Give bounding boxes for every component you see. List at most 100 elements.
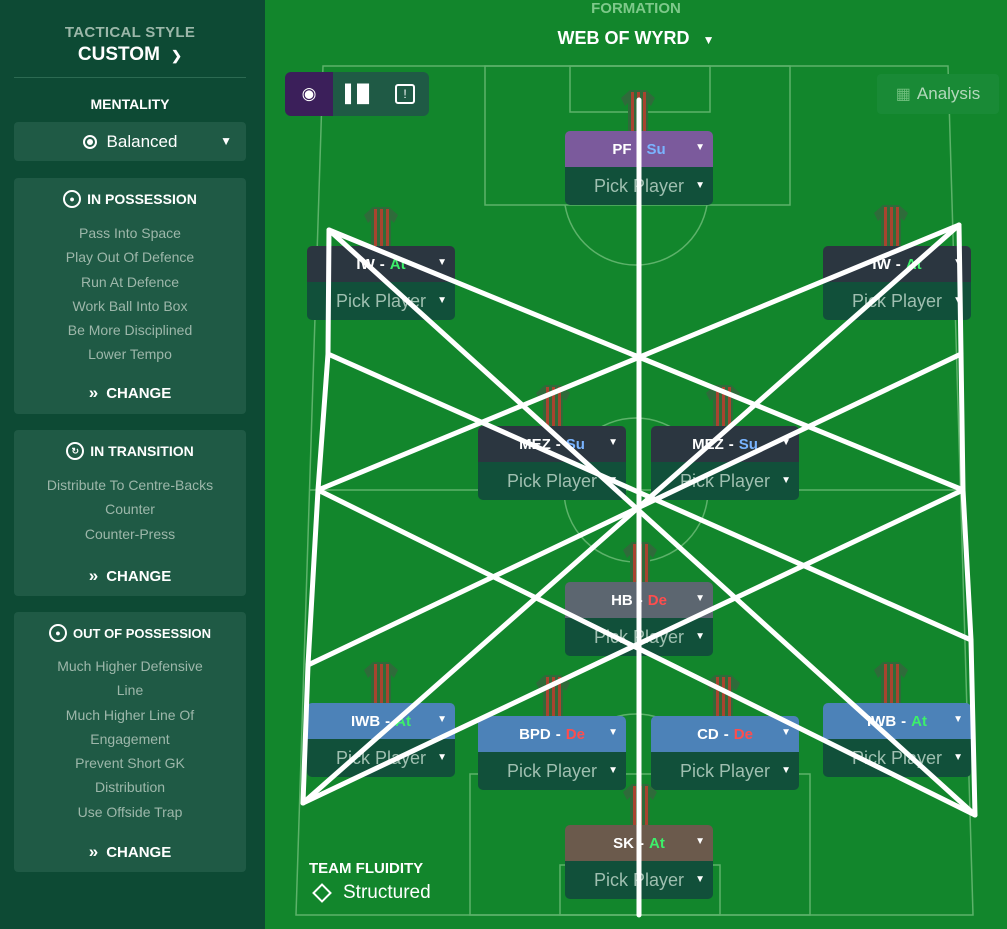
pick-player-dropdown-iw-left[interactable]: Pick Player▼ (307, 282, 455, 320)
pick-player-dropdown-hb[interactable]: Pick Player▼ (565, 618, 713, 656)
dropdown-arrow-icon: ▼ (608, 437, 618, 448)
role-code: CD (697, 725, 719, 743)
tactical-style-value: CUSTOM (77, 44, 160, 65)
list-item: Pass Into Space (79, 225, 181, 241)
role-separator: - (723, 725, 729, 743)
pick-player-dropdown-iwb-left[interactable]: Pick Player▼ (307, 739, 455, 777)
pick-player-dropdown-cd[interactable]: Pick Player ▼ (651, 752, 799, 790)
list-item: Prevent Short GK (75, 755, 185, 772)
dropdown-arrow-icon: ▼ (953, 257, 963, 268)
role-code: IWB (867, 712, 897, 730)
transition-icon: ↻ (66, 442, 85, 460)
pick-player-label: Pick Player (679, 760, 771, 781)
in-possession-panel: ● IN POSSESSION Pass Into Space Play Out… (14, 178, 246, 414)
in-transition-panel: ↻ IN TRANSITION Distribute To Centre-Bac… (14, 430, 246, 596)
role-selector-iwb-left[interactable]: IWB-At▼ (307, 703, 455, 739)
duty-code: Su (738, 435, 758, 453)
list-item: Run At Defence (80, 273, 180, 290)
pick-player-dropdown-iw-right[interactable]: Pick Player▼ (823, 282, 971, 320)
pitch-area: FORMATION WEB OF WYRD ▼ ◉ ▌█ ! ▦ Analysi… (265, 0, 1007, 929)
list-item: Use Offside Trap (77, 803, 183, 820)
role-selector-iwb-right[interactable]: IWB-At▼ (823, 703, 971, 739)
shirt-icon (706, 675, 740, 716)
out-of-possession-change-button[interactable]: » CHANGE (14, 842, 246, 862)
pick-player-label: Pick Player (679, 470, 771, 491)
role-separator: - (555, 725, 561, 743)
duty-code: De (565, 725, 585, 743)
role-code: MEZ (519, 435, 551, 453)
role-code: MEZ (692, 435, 724, 453)
in-transition-list: Distribute To Centre-Backs Counter Count… (14, 473, 246, 546)
list-item: Counter (105, 501, 155, 518)
tactical-style-dropdown[interactable]: CUSTOM ❯ (0, 44, 260, 66)
stats-view-button[interactable]: ▌█ (333, 72, 381, 116)
duty-code: At (395, 712, 411, 730)
pick-player-label: Pick Player (335, 747, 427, 768)
pick-player-dropdown-sk[interactable]: Pick Player▼ (565, 861, 713, 899)
role-code: PF (612, 140, 632, 158)
team-fluidity-label: Structured (343, 882, 431, 903)
in-transition-change-button[interactable]: » CHANGE (14, 566, 246, 586)
player-view-button[interactable]: ◉ (285, 72, 333, 116)
tactical-style-title: TACTICAL STYLE (64, 24, 196, 41)
list-item: Work Ball Into Box (72, 297, 188, 314)
list-item: Line (116, 682, 144, 699)
duty-code: De (647, 591, 667, 609)
list-item: Counter-Press (84, 525, 176, 542)
dropdown-arrow-icon: ▼ (608, 727, 618, 738)
role-code: IWB (351, 712, 381, 730)
in-possession-change-button[interactable]: » CHANGE (14, 383, 246, 403)
pick-player-label: Pick Player (335, 290, 427, 311)
role-selector-pf[interactable]: PF-Su▼ (565, 131, 713, 167)
role-separator: - (637, 591, 643, 609)
in-transition-header: ↻ IN TRANSITION (14, 442, 246, 460)
shirt-icon (364, 207, 398, 248)
role-selector-mez-right[interactable]: MEZ-Su▼ (651, 426, 799, 462)
dropdown-arrow-icon: ▼ (953, 752, 963, 763)
pick-player-dropdown-mez-right[interactable]: Pick Player▼ (651, 462, 799, 500)
in-possession-list: Pass Into Space Play Out Of Defence Run … (14, 221, 246, 367)
role-selector-hb[interactable]: HB-De▼ (565, 582, 713, 618)
role-selector-cd[interactable]: CD-De▼ (651, 716, 799, 752)
shirt-icon (623, 784, 657, 825)
analysis-button[interactable]: ▦ Analysis (877, 74, 999, 114)
mentality-dropdown[interactable]: Balanced ▼ (14, 122, 246, 161)
list-item: Engagement (90, 730, 170, 747)
dropdown-arrow-icon: ▼ (781, 727, 791, 738)
role-selector-sk[interactable]: SK-At▼ (565, 825, 713, 861)
role-selector-iw-right[interactable]: IW-At▼ (823, 246, 971, 282)
shirt-icon (706, 385, 740, 426)
pick-player-dropdown-bpd[interactable]: Pick Player▼ (478, 752, 626, 790)
pick-player-label: Pick Player (851, 747, 943, 768)
role-selector-iw-left[interactable]: IW-At▼ (307, 246, 455, 282)
duty-code: At (389, 255, 406, 273)
pick-player-label: Pick Player (593, 626, 685, 647)
dropdown-arrow-icon: ▼ (695, 836, 705, 847)
role-selector-bpd[interactable]: BPD-De▼ (478, 716, 626, 752)
role-code: IW (872, 255, 891, 273)
shirt-icon (874, 662, 908, 703)
double-chevron-right-icon: » (88, 566, 99, 585)
chevron-down-icon: ▼ (702, 33, 715, 47)
list-item: Distribute To Centre-Backs (46, 477, 214, 493)
shirt-icon (536, 385, 570, 426)
dropdown-arrow-icon: ▼ (781, 765, 791, 776)
instructions-view-button[interactable]: ! (381, 72, 429, 116)
in-possession-title: IN POSSESSION (87, 191, 197, 207)
bar-chart-icon: ▌█ (344, 84, 370, 103)
formation-dropdown[interactable]: WEB OF WYRD ▼ (265, 28, 1007, 49)
role-code: SK (613, 834, 634, 852)
pick-player-dropdown-pf[interactable]: Pick Player▼ (565, 167, 713, 205)
dropdown-arrow-icon: ▼ (608, 475, 618, 486)
chevron-down-icon: ❯ (171, 48, 183, 63)
pick-player-dropdown-mez-left[interactable]: Pick Player▼ (478, 462, 626, 500)
role-selector-mez-left[interactable]: MEZ-Su▼ (478, 426, 626, 462)
role-code: HB (611, 591, 633, 609)
mentality-icon (82, 134, 97, 149)
shirt-icon (536, 675, 570, 716)
pick-player-dropdown-iwb-right[interactable]: Pick Player ▼ (823, 739, 971, 777)
formation-name: WEB OF WYRD (557, 28, 690, 48)
shirt-icon (623, 542, 657, 583)
list-item: Be More Disciplined (67, 322, 193, 339)
mentality-value: Balanced (106, 131, 178, 151)
